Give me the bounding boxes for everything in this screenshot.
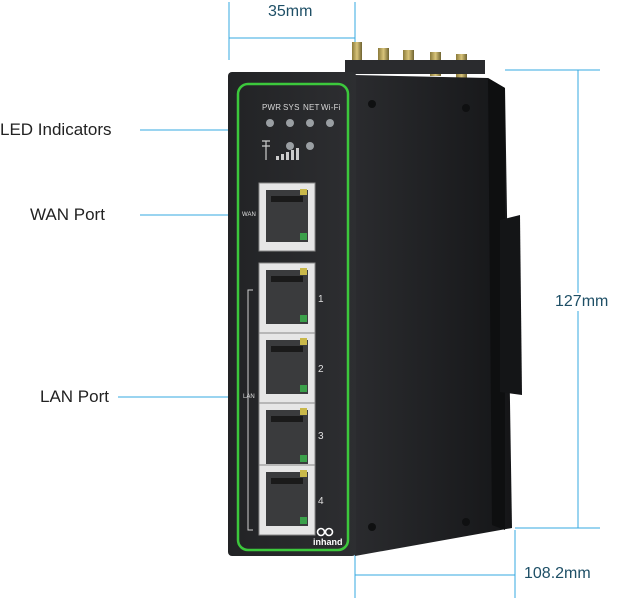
depth-dimension: 108.2mm: [522, 565, 593, 583]
brand-logo: [316, 527, 334, 537]
lan-port-3: [258, 402, 316, 474]
brand-name: inhand: [313, 537, 343, 547]
lan-side-label: LAN: [243, 394, 255, 400]
callout-wan-port: WAN Port: [30, 205, 105, 224]
lan-port-number-4: 4: [318, 496, 324, 507]
lan-port-1: [258, 262, 316, 334]
lan-port-number-1: 1: [318, 294, 324, 305]
led-label-sys: SYS: [283, 103, 300, 112]
led-indicators: [262, 119, 334, 160]
wan-side-label: WAN: [242, 212, 256, 218]
led-label-wifi: Wi-Fi: [321, 103, 341, 112]
width-dimension: 35mm: [268, 3, 313, 20]
antenna-connectors: [345, 42, 485, 78]
device-side-panel: [355, 75, 512, 556]
lan-port-2: [258, 332, 316, 404]
lan-bracket: [247, 289, 253, 531]
led-label-pwr: PWR: [262, 103, 282, 112]
callout-led-indicators: LED Indicators: [0, 120, 112, 139]
green-bezel: [236, 82, 350, 552]
wan-port: [258, 182, 316, 252]
lan-port-number-2: 2: [318, 364, 324, 375]
lan-port-4: [258, 464, 316, 536]
height-dimension: 127mm: [553, 293, 611, 311]
led-label-net: NET: [303, 103, 320, 112]
din-rail-clip: [500, 215, 522, 395]
lan-port-number-3: 3: [318, 431, 324, 442]
callout-lan-port: LAN Port: [40, 387, 109, 406]
